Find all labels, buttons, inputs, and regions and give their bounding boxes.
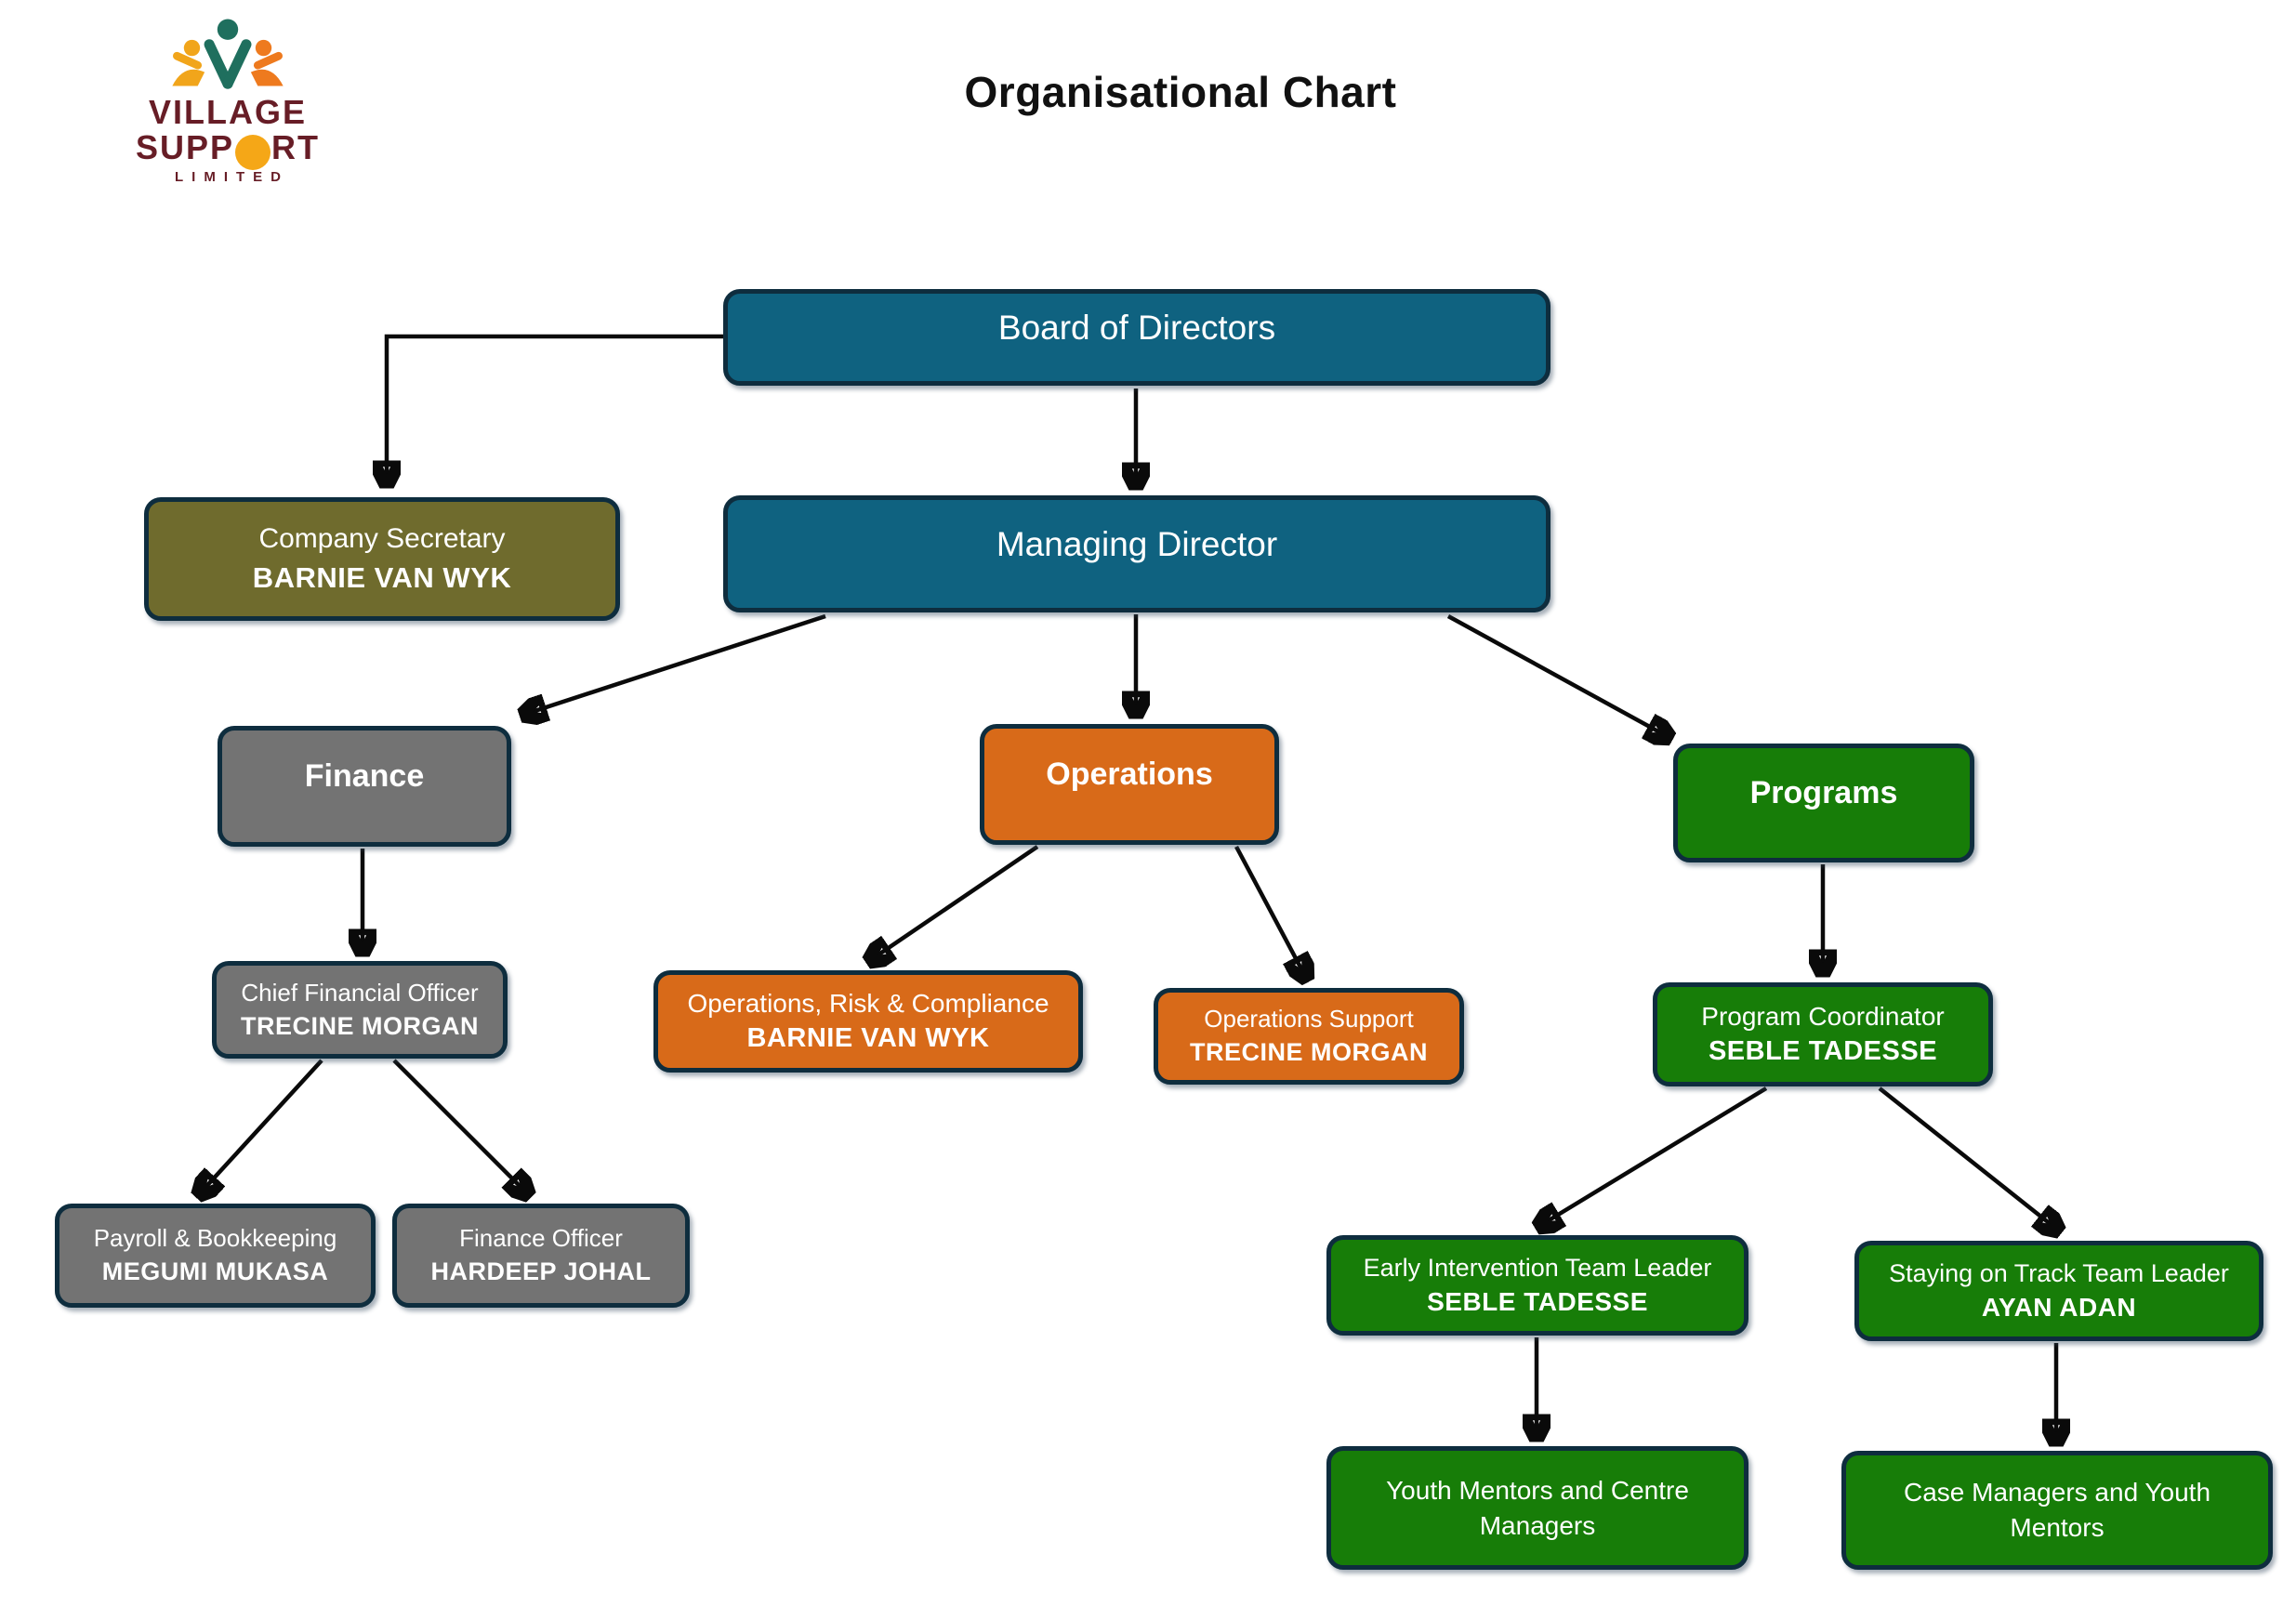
logo-word-village: VILLAGE: [148, 93, 307, 131]
logo-word-limited: LIMITED: [175, 168, 289, 185]
node-staying-on-track-team-leader: Staying on Track Team Leader AYAN ADAN: [1854, 1241, 2263, 1341]
node-programs: Programs: [1673, 744, 1974, 862]
connector-pc-staying-on-track: [1878, 1086, 2056, 1229]
logo-word-support: SUPP RT: [130, 127, 325, 170]
node-title: Payroll & Bookkeeping: [93, 1224, 337, 1253]
node-payroll-bookkeeping: Payroll & Bookkeeping MEGUMI MUKASA: [55, 1204, 376, 1308]
connector-cfo-finance-officer: [392, 1059, 526, 1192]
company-logo: VILLAGE SUPP RT LIMITED: [130, 17, 325, 185]
node-company-secretary: Company Secretary BARNIE VAN WYK: [144, 497, 620, 621]
node-title: Finance Officer: [459, 1224, 623, 1253]
node-person: MEGUMI MUKASA: [101, 1257, 329, 1286]
connector-operations-ops-support: [1234, 845, 1305, 976]
node-early-intervention-team-leader: Early Intervention Team Leader SEBLE TAD…: [1326, 1235, 1748, 1336]
node-title: Case Managers and Youth Mentors: [1903, 1478, 2211, 1542]
node-title: Operations, Risk & Compliance: [687, 988, 1049, 1018]
node-title: Finance: [304, 758, 425, 795]
node-title: Youth Mentors and Centre Managers: [1386, 1475, 1689, 1540]
node-title: Company Secretary: [258, 523, 506, 555]
node-person: SEBLE TADESSE: [1427, 1287, 1648, 1317]
node-person: BARNIE VAN WYK: [746, 1023, 990, 1054]
connector-md-programs: [1446, 614, 1667, 736]
node-person: BARNIE VAN WYK: [252, 560, 512, 594]
connector-operations-ops-risk: [872, 845, 1039, 959]
node-program-coordinator: Program Coordinator SEBLE TADESSE: [1653, 982, 1993, 1086]
node-board-of-directors: Board of Directors: [723, 289, 1550, 386]
node-operations: Operations: [980, 724, 1279, 845]
connector-board-company-secretary: [387, 334, 723, 481]
node-finance: Finance: [218, 726, 511, 847]
node-title: Operations Support: [1204, 1005, 1414, 1033]
connector-md-finance: [526, 613, 826, 714]
node-case-managers-youth-mentors: Case Managers and Youth Mentors: [1841, 1451, 2273, 1570]
connector-pc-early-intervention: [1541, 1086, 1768, 1225]
node-person: AYAN ADAN: [1981, 1293, 2137, 1323]
node-youth-mentors-centre-managers: Youth Mentors and Centre Managers: [1326, 1446, 1748, 1570]
connector-cfo-payroll: [201, 1059, 323, 1192]
logo-support-post: RT: [271, 127, 321, 166]
node-title: Managing Director: [996, 525, 1278, 564]
node-managing-director: Managing Director: [723, 495, 1550, 612]
node-title: Operations: [1046, 757, 1213, 793]
node-title: Staying on Track Team Leader: [1889, 1258, 2229, 1287]
logo-people-icon: [172, 19, 284, 89]
node-operations-risk-compliance: Operations, Risk & Compliance BARNIE VAN…: [653, 970, 1083, 1073]
node-person: HARDEEP JOHAL: [430, 1257, 652, 1286]
node-title: Program Coordinator: [1701, 1001, 1945, 1031]
node-operations-support: Operations Support TRECINE MORGAN: [1154, 988, 1464, 1085]
node-title: Early Intervention Team Leader: [1363, 1253, 1712, 1282]
node-person: TRECINE MORGAN: [1190, 1038, 1428, 1067]
node-title: Board of Directors: [997, 309, 1276, 348]
node-person: SEBLE TADESSE: [1708, 1036, 1938, 1067]
node-title: Chief Financial Officer: [241, 978, 479, 1007]
node-finance-officer: Finance Officer HARDEEP JOHAL: [392, 1204, 690, 1308]
logo-o-disc-icon: [235, 134, 271, 170]
node-title: Programs: [1749, 775, 1898, 811]
node-person: TRECINE MORGAN: [241, 1011, 479, 1040]
logo-support-pre: SUPP: [135, 127, 235, 166]
page-title: Organisational Chart: [964, 68, 1397, 116]
node-chief-financial-officer: Chief Financial Officer TRECINE MORGAN: [212, 961, 508, 1059]
